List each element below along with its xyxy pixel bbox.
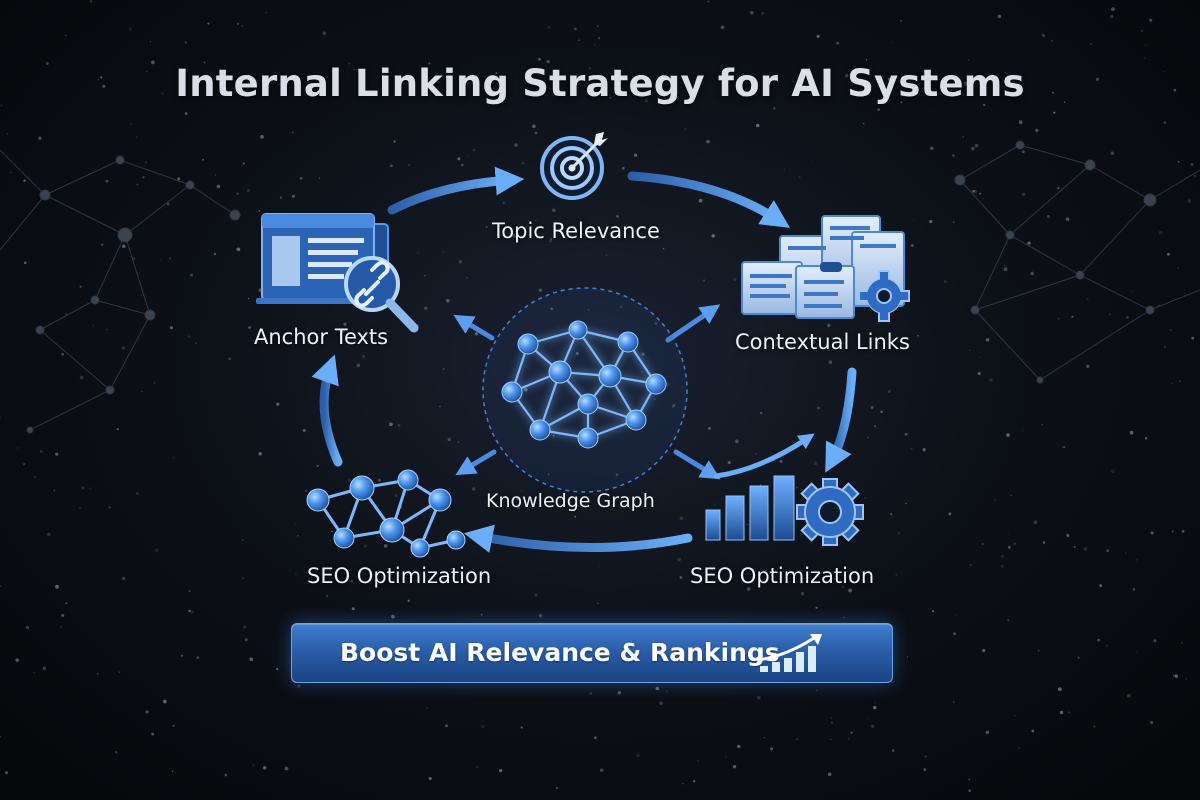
rising-chart-icon xyxy=(756,634,822,672)
page-title: Internal Linking Strategy for AI Systems xyxy=(175,62,1025,105)
spoke-to-seo-left xyxy=(455,449,497,476)
arrow-contextual-to-seo-right xyxy=(825,367,857,473)
spoke-to-anchor xyxy=(453,314,495,341)
label-seo-optimization-right: SEO Optimization xyxy=(690,564,875,588)
document-link-search-icon xyxy=(256,213,419,333)
background-network-right xyxy=(954,140,1200,384)
label-knowledge-graph: Knowledge Graph xyxy=(486,490,655,512)
label-seo-optimization-left: SEO Optimization xyxy=(307,564,492,588)
label-contextual-links: Contextual Links xyxy=(735,330,910,354)
spoke-to-seo-right xyxy=(673,449,721,480)
background-network-left xyxy=(0,149,241,434)
spoke-arrows xyxy=(453,304,721,480)
arrow-anchor-to-topic xyxy=(387,166,525,215)
arrow-topic-to-contextual xyxy=(627,171,791,228)
spoke-to-contextual xyxy=(665,304,721,343)
label-anchor-texts: Anchor Texts xyxy=(254,325,389,349)
arrow-seo-left-to-anchor xyxy=(311,354,343,467)
bar-chart-gear-icon xyxy=(705,433,864,546)
cta-banner: Boost AI Relevance & Rankings xyxy=(291,623,893,683)
target-icon xyxy=(540,132,608,200)
documents-gear-icon xyxy=(741,215,910,322)
cycle-arrows xyxy=(311,166,857,553)
network-graph-icon xyxy=(482,287,688,493)
network-nodes-icon xyxy=(306,469,466,558)
arrow-seo-right-to-seo-left xyxy=(463,524,693,553)
label-topic-relevance: Topic Relevance xyxy=(492,219,660,243)
banner-text: Boost AI Relevance & Rankings xyxy=(340,638,780,667)
